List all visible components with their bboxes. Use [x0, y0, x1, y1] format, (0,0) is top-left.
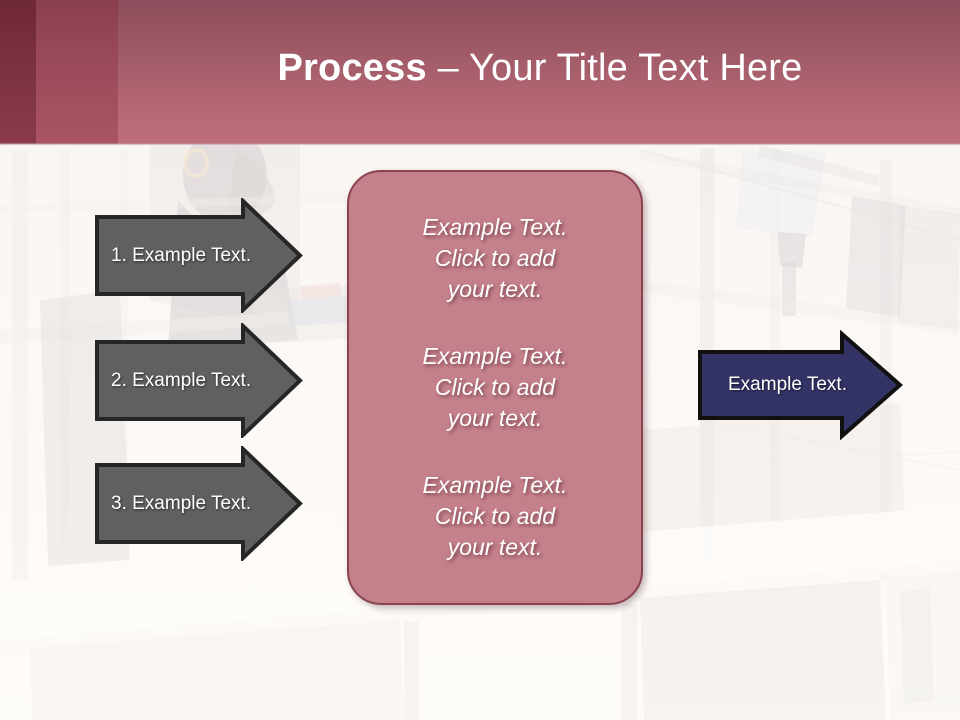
page-title-rest: – Your Title Text Here: [437, 46, 803, 89]
header-gradient: [0, 0, 960, 144]
header-underline: [0, 143, 960, 145]
center-panel-block-1: Example Text. Click to add your text.: [422, 214, 568, 302]
header-band: Process – Your Title Text Here: [0, 0, 960, 144]
center-text-panel[interactable]: Example Text. Click to add your text. Ex…: [347, 170, 643, 605]
result-arrow[interactable]: Example Text.: [698, 330, 903, 440]
center-panel-block-2: Example Text. Click to add your text.: [422, 343, 568, 431]
step-arrow-2[interactable]: 2. Example Text.: [95, 323, 303, 438]
header-accent-band-left: [0, 0, 36, 144]
step-arrow-1[interactable]: 1. Example Text.: [95, 198, 303, 313]
step-arrow-3[interactable]: 3. Example Text.: [95, 446, 303, 561]
center-panel-block-3: Example Text. Click to add your text.: [422, 472, 568, 560]
step-arrow-3-shape: [95, 446, 303, 561]
step-arrow-1-label: 1. Example Text.: [111, 244, 252, 266]
step-arrow-2-shape: [95, 323, 303, 438]
step-arrow-1-shape: [95, 198, 303, 313]
page-title-strong: Process: [277, 46, 438, 89]
step-arrow-3-label: 3. Example Text.: [111, 492, 252, 514]
step-arrow-2-label: 2. Example Text.: [111, 369, 252, 391]
result-arrow-shape: [698, 330, 903, 440]
page-title: Process – Your Title Text Here: [120, 0, 960, 144]
result-arrow-label: Example Text.: [728, 374, 847, 395]
